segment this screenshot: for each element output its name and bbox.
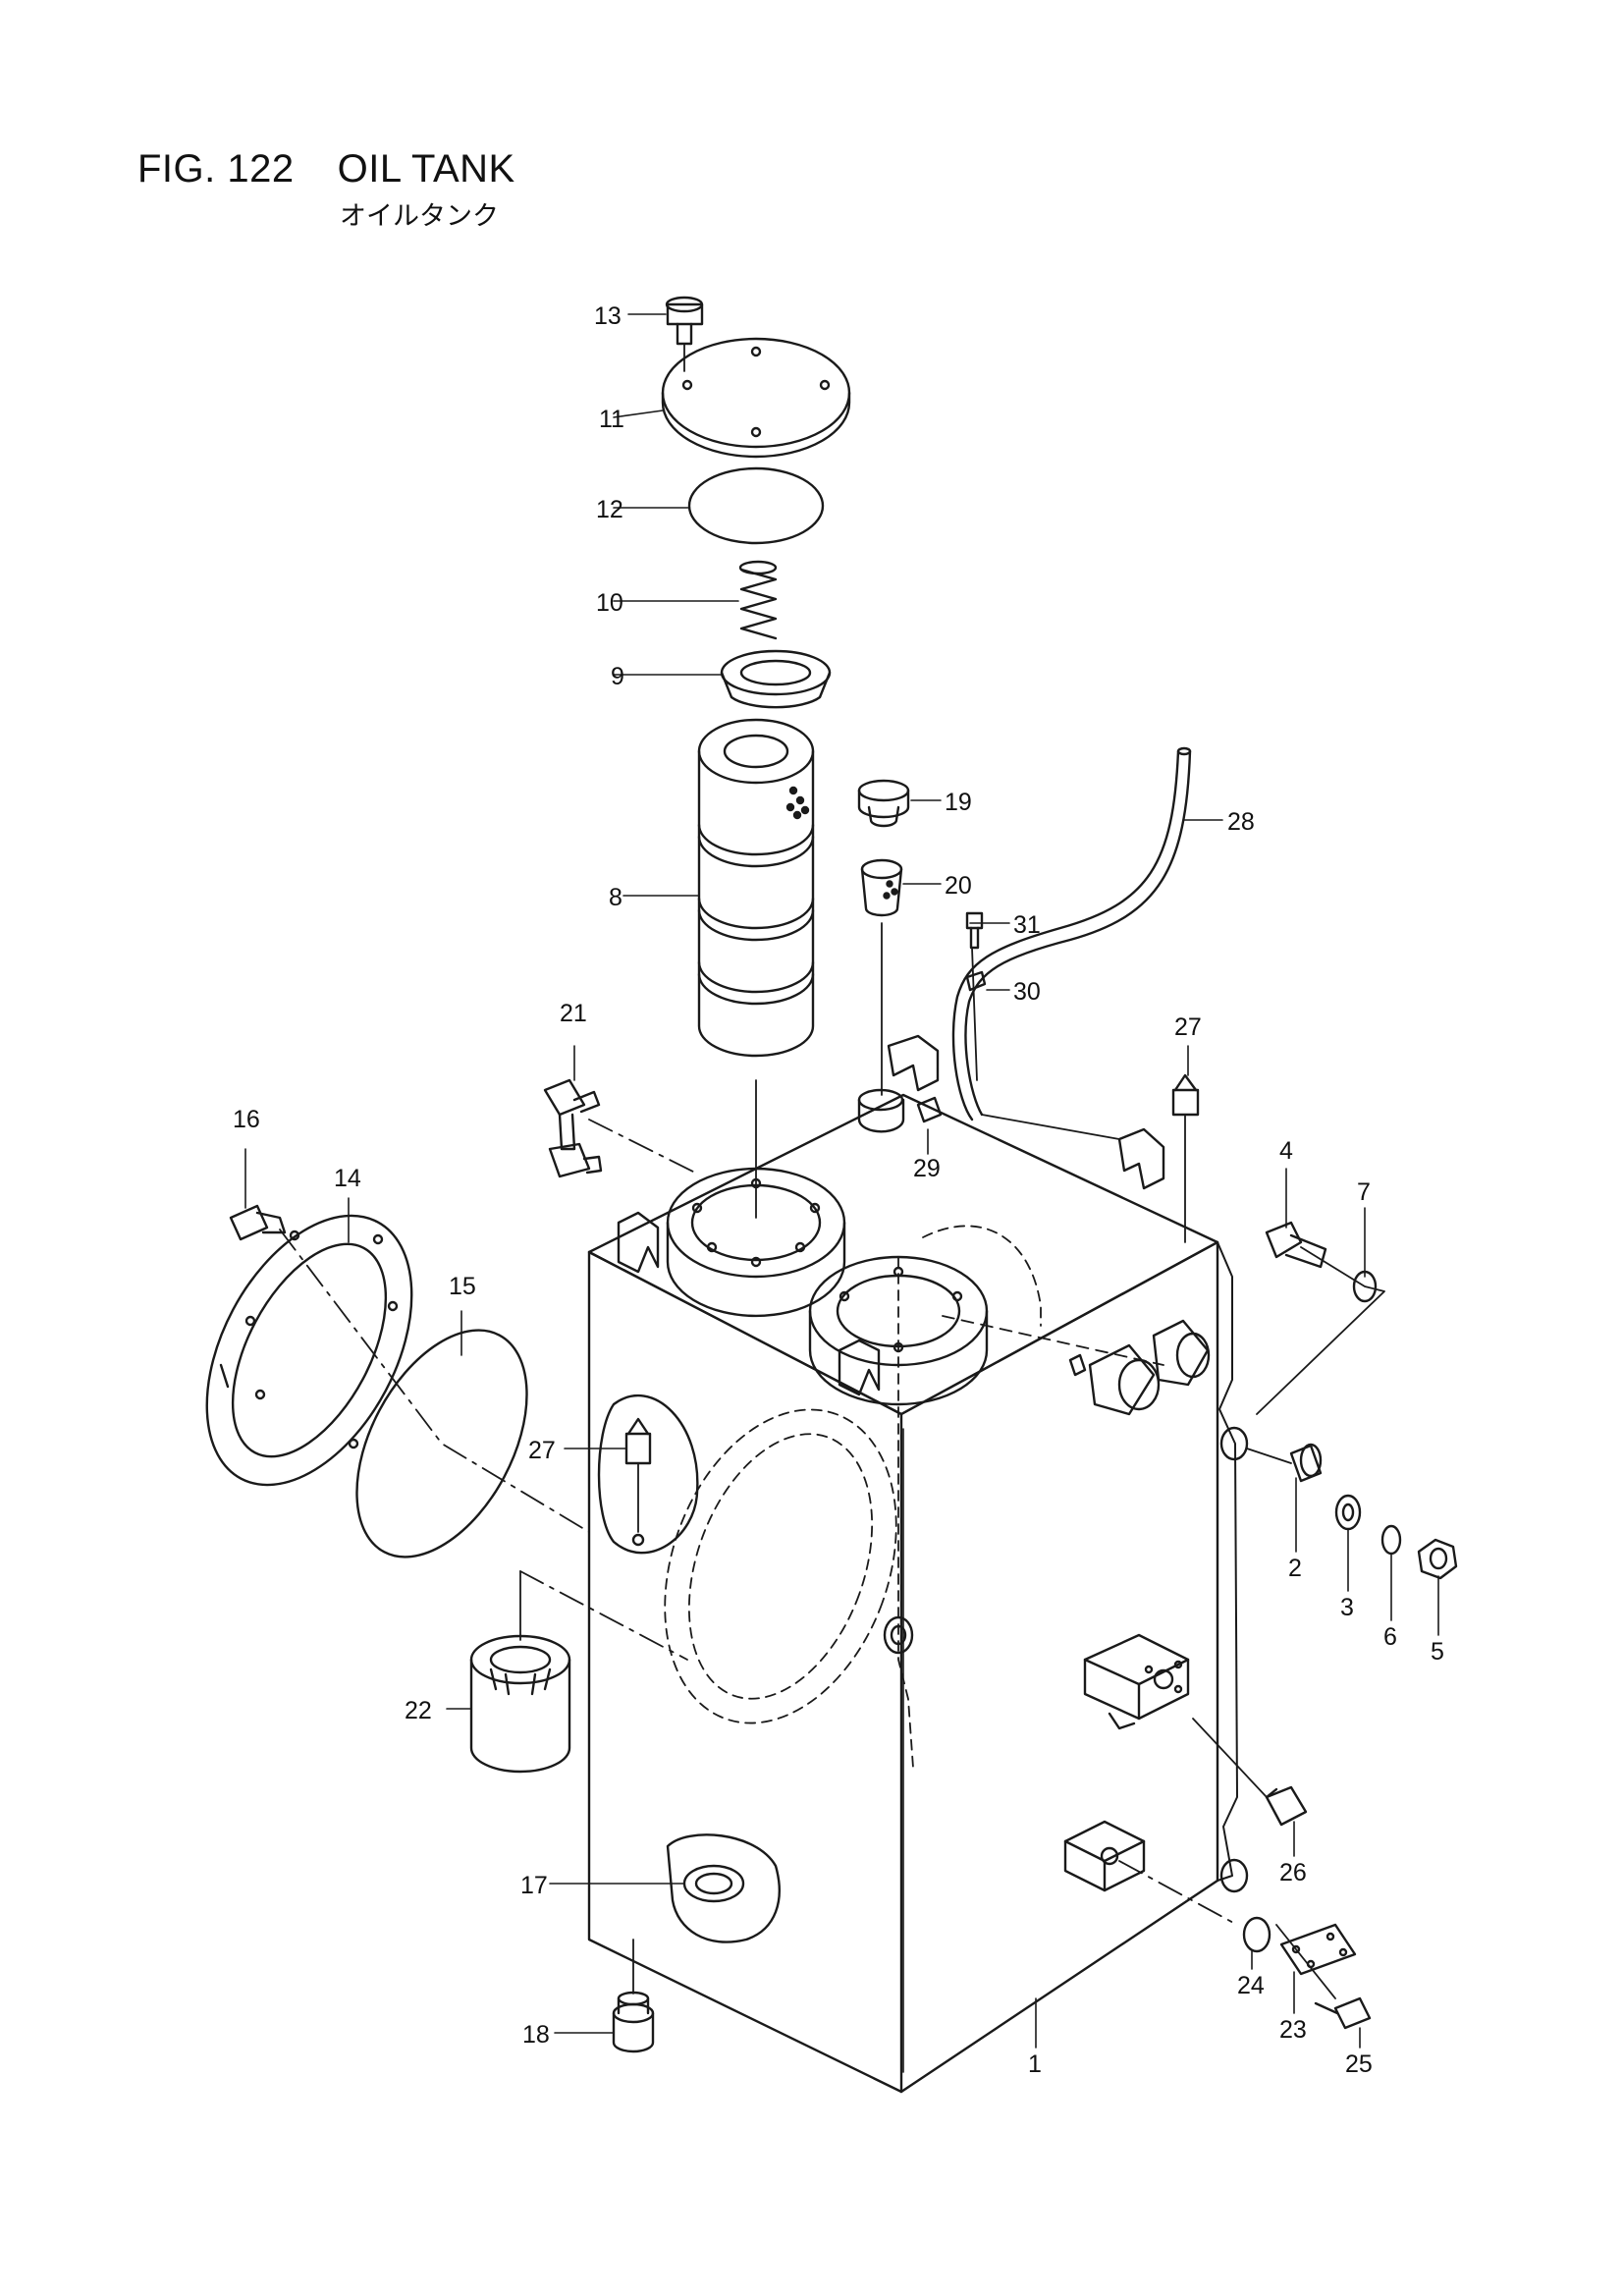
part-28-hose bbox=[951, 749, 1180, 1121]
callout-23: 23 bbox=[1279, 2016, 1307, 2044]
callout-28: 28 bbox=[1227, 808, 1255, 836]
part-14-flange bbox=[205, 1214, 413, 1487]
side-fitting-2 bbox=[1152, 1319, 1210, 1387]
tank-body bbox=[587, 1093, 1238, 2094]
callout-6: 6 bbox=[1383, 1623, 1397, 1651]
part-31-bolt bbox=[965, 911, 984, 930]
part-15-gasket bbox=[355, 1329, 528, 1558]
callout-10: 10 bbox=[596, 589, 623, 617]
part-3-washer bbox=[1334, 1494, 1362, 1531]
callout-24: 24 bbox=[1237, 1972, 1265, 1999]
part-27-plug-front bbox=[624, 1432, 652, 1465]
callout-leaders bbox=[244, 313, 1439, 2049]
callout-7: 7 bbox=[1357, 1178, 1371, 1206]
callout-labels: 13 11 12 10 9 8 19 20 31 30 28 21 16 14 … bbox=[233, 302, 1444, 2078]
part-19-cap bbox=[857, 789, 910, 819]
part-27-breather-top bbox=[1171, 1088, 1200, 1117]
lifting-lug-front bbox=[838, 1339, 881, 1396]
side-fitting-1 bbox=[1088, 1343, 1156, 1416]
hose-bracket bbox=[887, 1034, 940, 1092]
callout-16: 16 bbox=[233, 1106, 260, 1133]
callout-4: 4 bbox=[1279, 1137, 1293, 1165]
part-13-bolt bbox=[665, 296, 704, 346]
part-5-nut bbox=[1417, 1538, 1458, 1580]
callout-27-top: 27 bbox=[1174, 1013, 1202, 1041]
callout-30: 30 bbox=[1013, 978, 1041, 1006]
figure-title: FIG. 122 OIL TANK bbox=[137, 147, 515, 191]
callout-1: 1 bbox=[1028, 2050, 1042, 2078]
callout-22: 22 bbox=[405, 1697, 432, 1724]
callout-29: 29 bbox=[913, 1155, 941, 1182]
callout-13: 13 bbox=[594, 302, 622, 330]
callout-19: 19 bbox=[945, 789, 972, 816]
part-21-fitting bbox=[543, 1078, 603, 1178]
callout-15: 15 bbox=[449, 1273, 476, 1300]
part-12-gasket bbox=[687, 466, 825, 545]
part-24-o-ring bbox=[1242, 1916, 1271, 1953]
callout-5: 5 bbox=[1431, 1638, 1444, 1666]
part-20-strainer bbox=[860, 858, 903, 880]
part-10-spring bbox=[739, 568, 778, 640]
callout-8: 8 bbox=[609, 884, 622, 911]
callout-11: 11 bbox=[599, 406, 624, 433]
drain-port-cutaway bbox=[666, 1833, 781, 1943]
inspection-port bbox=[597, 1394, 699, 1555]
callout-25: 25 bbox=[1345, 2050, 1373, 2078]
figure-name: OIL TANK bbox=[337, 147, 515, 191]
valve-block bbox=[1083, 1633, 1190, 1721]
callout-17: 17 bbox=[520, 1872, 548, 1899]
lifting-lug-left bbox=[617, 1211, 660, 1274]
part-18-drain-plug bbox=[612, 2011, 655, 2053]
part-16-bolt bbox=[229, 1204, 269, 1241]
part-30-clip bbox=[965, 970, 987, 992]
callout-9: 9 bbox=[611, 663, 624, 690]
callout-31: 31 bbox=[1013, 911, 1041, 939]
figure-subtitle-japanese: オイルタンク bbox=[340, 201, 499, 232]
callout-21: 21 bbox=[560, 1000, 587, 1027]
part-26-plug bbox=[1265, 1785, 1308, 1827]
callout-3: 3 bbox=[1340, 1594, 1354, 1621]
callout-14: 14 bbox=[334, 1165, 361, 1192]
sight-block bbox=[1063, 1820, 1146, 1892]
part-8-filter-element bbox=[697, 718, 815, 1058]
callout-26: 26 bbox=[1279, 1859, 1307, 1886]
part-9-seat bbox=[720, 649, 832, 696]
part-2-bushing bbox=[1289, 1444, 1323, 1483]
callout-2: 2 bbox=[1288, 1555, 1302, 1582]
part-23-plate bbox=[1279, 1923, 1357, 1976]
callout-12: 12 bbox=[596, 496, 623, 523]
part-25-bolt bbox=[1333, 1996, 1372, 2030]
callout-27-front: 27 bbox=[528, 1437, 556, 1464]
part-22-bushing bbox=[469, 1634, 571, 1774]
callout-20: 20 bbox=[945, 872, 972, 900]
part-4-bolt bbox=[1265, 1221, 1303, 1259]
part-29-clamp bbox=[916, 1096, 943, 1123]
tank-bracket bbox=[1117, 1127, 1165, 1190]
figure-number: FIG. 122 bbox=[137, 147, 295, 191]
part-6-snap-ring bbox=[1380, 1524, 1402, 1556]
callout-18: 18 bbox=[522, 2021, 550, 2049]
assembly-lines bbox=[279, 343, 1385, 1999]
